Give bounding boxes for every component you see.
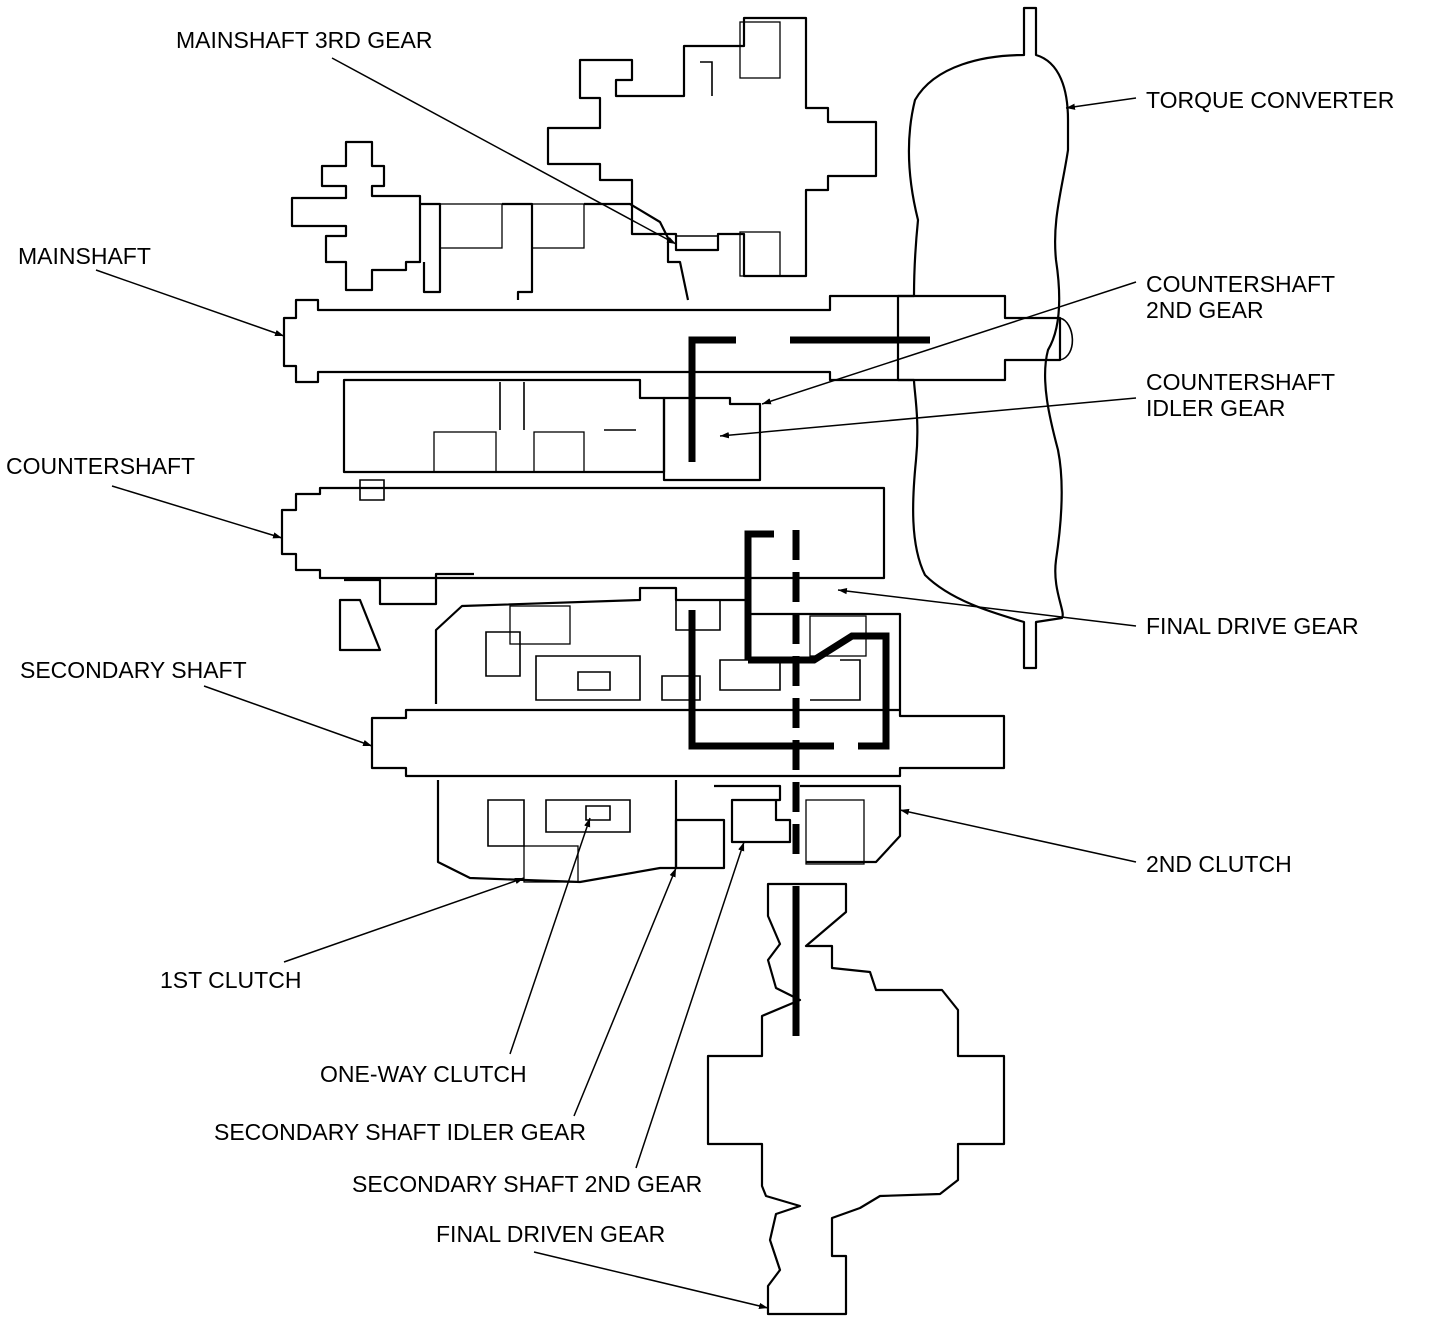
final-driven-gear-differential [706,882,1006,1316]
mainshaft [282,294,1062,384]
label-secondary-shaft-2nd-gear: SECONDARY SHAFT 2ND GEAR [352,1171,702,1197]
label-final-drive-gear: FINAL DRIVE GEAR [1146,613,1359,639]
secondary-lower-assembly [436,780,902,884]
label-countershaft-idler-gear-line1: COUNTERSHAFT [1146,369,1335,395]
label-countershaft: COUNTERSHAFT [6,453,195,479]
power-flow-path [688,336,930,1036]
secondary-upper-assembly [434,586,902,710]
label-1st-clutch: 1ST CLUTCH [160,967,301,993]
label-secondary-shaft: SECONDARY SHAFT [20,657,247,683]
label-2nd-clutch: 2ND CLUTCH [1146,851,1292,877]
label-torque-converter: TORQUE CONVERTER [1146,87,1394,113]
label-countershaft-2nd-gear-line2: 2ND GEAR [1146,297,1264,323]
label-final-driven-gear: FINAL DRIVEN GEAR [436,1221,665,1247]
countershaft [280,479,886,652]
label-mainshaft-3rd-gear: MAINSHAFT 3RD GEAR [176,27,432,53]
label-secondary-shaft-idler-gear: SECONDARY SHAFT IDLER GEAR [214,1119,586,1145]
label-countershaft-idler-gear-line2: IDLER GEAR [1146,395,1285,421]
label-countershaft-2nd-gear-line1: COUNTERSHAFT [1146,271,1335,297]
label-mainshaft: MAINSHAFT [18,243,151,269]
component-labels: MAINSHAFT 3RD GEAR TORQUE CONVERTER MAIN… [6,27,1394,1247]
leader-lines [95,57,1137,1309]
mainshaft-upper-gears [290,16,878,301]
label-one-way-clutch: ONE-WAY CLUTCH [320,1061,527,1087]
mainshaft-lower-gears [342,378,762,482]
secondary-shaft [370,708,1006,778]
